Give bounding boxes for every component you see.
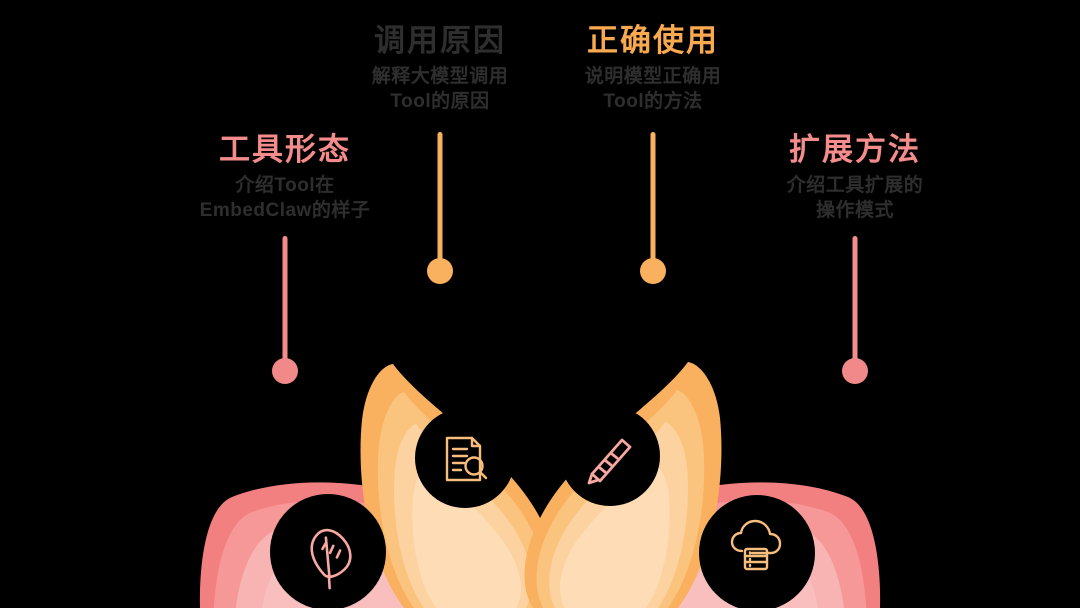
node-dot-tool-form[interactable] (272, 358, 298, 384)
label-subtitle-correct-usage: 说明模型正确用 Tool的方法 (513, 64, 793, 114)
subtitle-line: 介绍Tool在 (235, 174, 335, 196)
label-tool-form: 工具形态 介绍Tool在 EmbedClaw的样子 (145, 132, 425, 223)
stem-line-invoke-reason (437, 132, 443, 262)
stem-line-tool-form (282, 236, 288, 362)
label-title-tool-form: 工具形态 (219, 132, 351, 167)
subtitle-line: 介绍工具扩展的 (786, 174, 924, 196)
cloud-server-icon (730, 519, 782, 571)
petal-center-right-orange (524, 362, 722, 608)
subtitle-line: 操作模式 (815, 199, 894, 221)
label-title-invoke-reason: 调用原因 (374, 23, 506, 58)
subtitle-line: Tool的方法 (603, 90, 703, 112)
label-title-extension-method: 扩展方法 (789, 132, 921, 167)
node-dot-correct-usage[interactable] (640, 258, 666, 284)
node-dot-invoke-reason[interactable] (427, 258, 453, 284)
petal-center-left-orange (360, 364, 557, 608)
label-subtitle-extension-method: 介绍工具扩展的 操作模式 (715, 173, 995, 223)
subtitle-line: 说明模型正确用 (584, 65, 722, 87)
label-invoke-reason: 调用原因 解释大模型调用 Tool的原因 (300, 23, 580, 114)
node-dot-extension-method[interactable] (842, 358, 868, 384)
subtitle-line: Tool的原因 (390, 90, 490, 112)
pen-ruler-icon (587, 438, 632, 485)
label-correct-usage: 正确使用 说明模型正确用 Tool的方法 (513, 23, 793, 114)
petal-right-pink (500, 482, 881, 608)
label-subtitle-invoke-reason: 解释大模型调用 Tool的原因 (300, 64, 580, 114)
document-search-icon (445, 436, 488, 482)
stem-line-correct-usage (650, 132, 656, 262)
subtitle-line: EmbedClaw的样子 (199, 199, 371, 221)
label-title-correct-usage: 正确使用 (587, 23, 719, 58)
stem-line-extension-method (852, 236, 858, 362)
petal-left-pink (199, 482, 580, 608)
subtitle-line: 解释大模型调用 (371, 65, 509, 87)
feather-pen-icon (310, 528, 352, 590)
label-subtitle-tool-form: 介绍Tool在 EmbedClaw的样子 (145, 173, 425, 223)
label-extension-method: 扩展方法 介绍工具扩展的 操作模式 (715, 132, 995, 223)
